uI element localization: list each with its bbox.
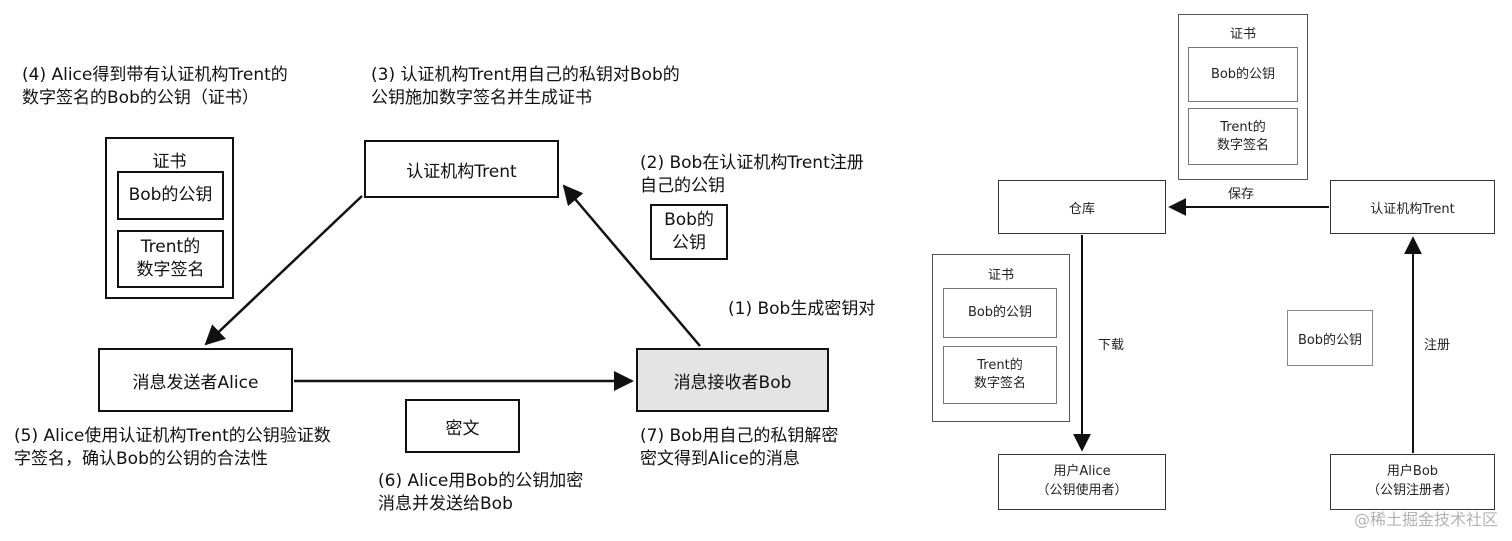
step-5-label: (5) Alice使用认证机构Trent的公钥验证数 字签名，确认Bob的公钥的… [14, 426, 331, 469]
certificate-pubkey: Bob的公钥 [117, 171, 224, 220]
top-certificate-pubkey: Bob的公钥 [1188, 47, 1298, 102]
bob-node: 消息接收者Bob [636, 348, 829, 412]
step-1-label: (1) Bob生成密钥对 [728, 299, 876, 319]
right-trent-node: 认证机构Trent [1330, 180, 1495, 234]
step-6-label: (6) Alice用Bob的公钥加密 消息并发送给Bob [378, 471, 584, 514]
repository-certificate-pubkey: Bob的公钥 [943, 288, 1057, 338]
step-2-label: (2) Bob在认证机构Trent注册 自己的公钥 [640, 153, 864, 196]
user-alice-node: 用户Alice （公钥使用者） [998, 454, 1166, 510]
alice-node: 消息发送者Alice [98, 348, 293, 412]
trent-node: 认证机构Trent [364, 140, 559, 198]
user-bob-node: 用户Bob （公钥注册者） [1330, 454, 1495, 510]
top-certificate-signature: Trent的 数字签名 [1188, 108, 1298, 165]
step-7-label: (7) Bob用自己的私钥解密 密文得到Alice的消息 [640, 426, 839, 469]
repository-node: 仓库 [998, 180, 1166, 234]
repository-certificate-box: 证书 Bob的公钥 Trent的 数字签名 [932, 254, 1070, 422]
watermark-text: @稀土掘金技术社区 [1353, 510, 1498, 529]
certificate-signature: Trent的 数字签名 [117, 230, 224, 288]
bob-public-key: Bob的 公钥 [650, 204, 728, 260]
step-4-label: (4) Alice得到带有认证机构Trent的 数字签名的Bob的公钥（证书） [22, 65, 288, 108]
top-certificate-box: 证书 Bob的公钥 Trent的 数字签名 [1178, 14, 1308, 180]
download-edge-label: 下载 [1098, 338, 1125, 353]
certificate-title: 证书 [152, 152, 187, 172]
top-certificate-title: 证书 [1229, 27, 1256, 42]
step-3-label: (3) 认证机构Trent用自己的私钥对Bob的 公钥施加数字签名并生成证书 [371, 65, 680, 108]
certificate-box: 证书 Bob的公钥 Trent的 数字签名 [105, 137, 234, 299]
repository-certificate-signature: Trent的 数字签名 [943, 346, 1057, 404]
register-edge-label: 注册 [1424, 338, 1451, 353]
right-bob-public-key: Bob的公钥 [1287, 310, 1373, 366]
ciphertext-node: 密文 [405, 399, 520, 453]
arrow-bob-to-trent [562, 184, 701, 347]
save-edge-label: 保存 [1228, 187, 1255, 202]
repository-certificate-title: 证书 [987, 268, 1014, 283]
arrow-trent-to-alice [204, 195, 363, 346]
